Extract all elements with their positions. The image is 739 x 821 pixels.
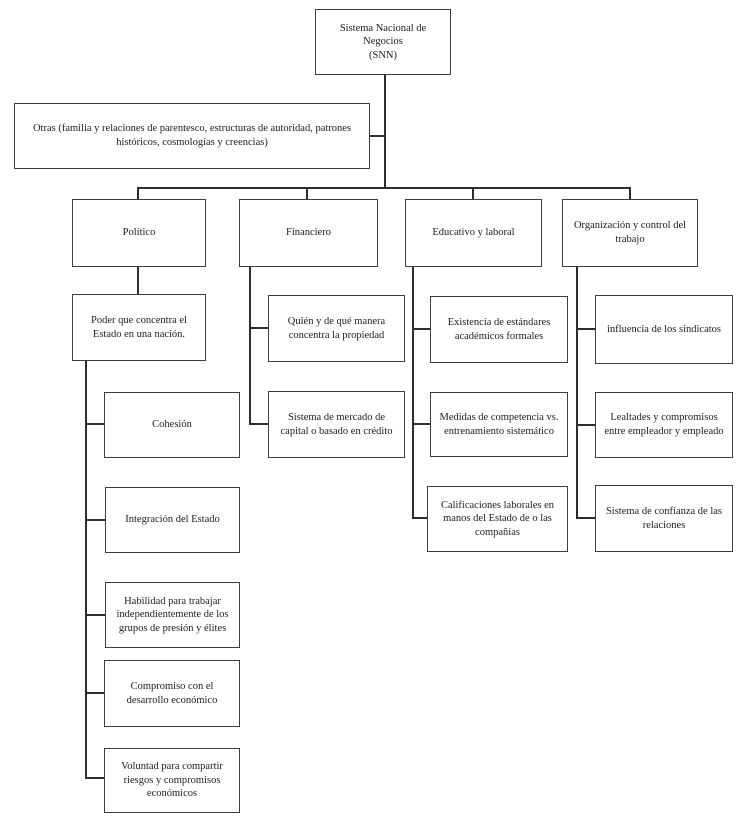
connector-organizacion-spine: [576, 266, 578, 519]
node-integracion-estado: Integración del Estado: [105, 487, 240, 553]
integracion-label: Integración del Estado: [125, 514, 220, 526]
node-sistema-confianza: Sistema de confianza de las relaciones: [595, 485, 733, 552]
connector-stub-voluntad: [85, 777, 105, 779]
lealtades-label: Lealtades y compromisos entre empleador …: [604, 412, 724, 437]
connector-drop-educativo: [472, 187, 474, 200]
habilidad-label: Habilidad para trabajar independientemen…: [116, 595, 229, 634]
node-compromiso-desarrollo: Compromiso con el desarrollo económico: [104, 660, 240, 727]
connector-root-drop: [384, 75, 386, 189]
organizacion-label: Organización y control del trabajo: [573, 220, 687, 245]
connector-stub-confianza: [576, 517, 596, 519]
connector-drop-politico: [137, 187, 139, 200]
voluntad-label: Voluntad para compartir riesgos y compro…: [121, 761, 223, 800]
existencia-label: Existencia de estándares académicos form…: [447, 316, 551, 342]
connector-otras-link: [369, 135, 386, 137]
node-medidas-competencia: Medidas de competencia vs. entrenamiento…: [430, 392, 568, 457]
connector-educativo-spine: [412, 267, 414, 519]
node-cohesion: Cohesión: [104, 392, 240, 458]
politico-label: Político: [122, 227, 156, 239]
node-voluntad-riesgos: Voluntad para compartir riesgos y compro…: [104, 748, 240, 813]
node-lealtades-compromisos: Lealtades y compromisos entre empleador …: [595, 392, 733, 458]
node-poder-estado: Poder que concentra el Estado en una nac…: [72, 294, 206, 361]
compromiso-label: Compromiso con el desarrollo económico: [126, 680, 218, 706]
node-influencia-sindicatos: influencia de los sindicatos: [595, 295, 733, 364]
connector-stub-lealtades: [576, 424, 596, 426]
connector-politico-to-poder: [137, 267, 139, 294]
node-existencia-estandares: Existencia de estándares académicos form…: [430, 296, 568, 363]
connector-politico-spine: [85, 360, 87, 779]
node-quien-concentra-propiedad: Quién y de qué manera concentra la propi…: [268, 295, 405, 362]
connector-stub-integracion: [85, 519, 106, 521]
connector-stub-sistema-mercado: [249, 423, 269, 425]
node-otras: Otras (familia y relaciones de parentesc…: [14, 103, 370, 169]
quien-label: Quién y de qué manera concentra la propi…: [287, 315, 386, 341]
medidas-label: Medidas de competencia vs. entrenamiento…: [439, 411, 559, 437]
sindicatos-label: influencia de los sindicatos: [606, 323, 721, 335]
root-label: Sistema Nacional de Negocios: [339, 22, 427, 48]
node-financiero: Financiero: [239, 199, 378, 267]
connector-stub-medidas: [412, 423, 431, 425]
sistema-mercado-label: Sistema de mercado de capital o basado e…: [280, 411, 393, 437]
confianza-label: Sistema de confianza de las relaciones: [605, 505, 723, 531]
node-sistema-mercado-capital: Sistema de mercado de capital o basado e…: [268, 391, 405, 458]
connector-drop-financiero: [306, 187, 308, 200]
connector-drop-organizacion: [629, 187, 631, 200]
educativo-label: Educativo y laboral: [432, 227, 515, 239]
node-calificaciones-laborales: Calificaciones laborales en manos del Es…: [427, 486, 568, 552]
node-politico: Político: [72, 199, 206, 267]
calificaciones-label: Calificaciones laborales en manos del Es…: [440, 499, 555, 538]
node-root: Sistema Nacional de Negocios (SNN): [315, 9, 451, 75]
connector-stub-existencia: [412, 328, 431, 330]
node-habilidad-independiente: Habilidad para trabajar independientemen…: [105, 582, 240, 648]
connector-stub-compromiso: [85, 692, 105, 694]
connector-stub-sindicatos: [576, 328, 596, 330]
connector-stub-calificaciones: [412, 517, 428, 519]
connector-financiero-spine: [249, 267, 251, 425]
connector-stub-quien: [249, 327, 269, 329]
connector-rail: [137, 187, 631, 189]
otras-label: Otras (familia y relaciones de parentesc…: [32, 123, 352, 148]
cohesion-label: Cohesión: [152, 419, 192, 431]
node-organizacion-control: Organización y control del trabajo: [562, 199, 698, 267]
node-educativo-laboral: Educativo y laboral: [405, 199, 542, 267]
connector-stub-cohesion: [85, 423, 105, 425]
poder-estado-label: Poder que concentra el Estado en una nac…: [91, 314, 187, 340]
financiero-label: Financiero: [286, 227, 331, 239]
connector-stub-habilidad: [85, 614, 106, 616]
root-sublabel: (SNN): [369, 49, 397, 61]
